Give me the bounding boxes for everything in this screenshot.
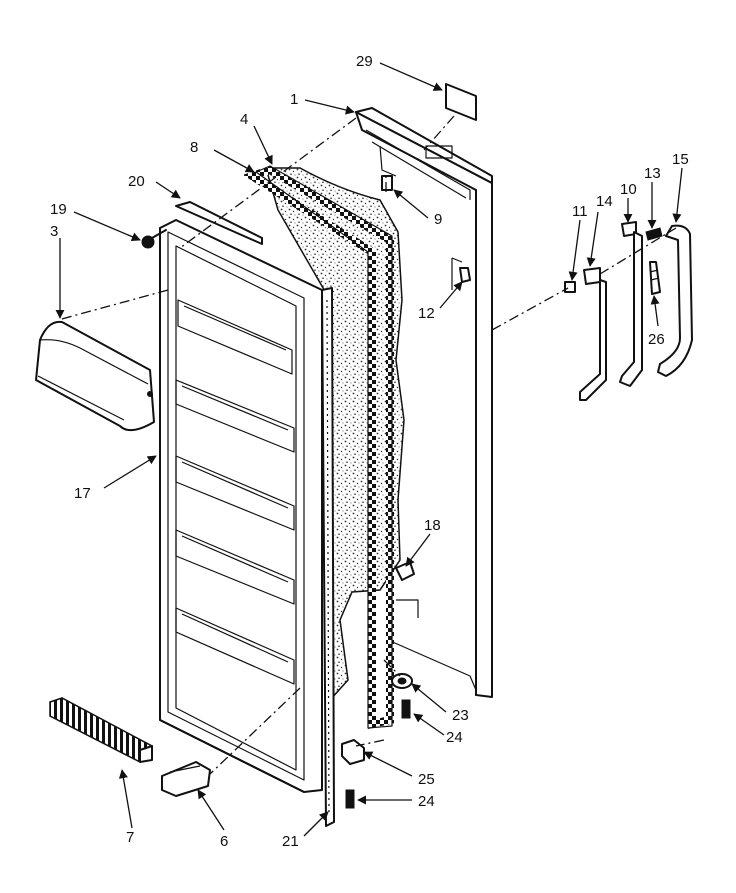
liner-shelf-5: [175, 607, 295, 685]
leader-lines: [55, 62, 683, 837]
callout-13: 13: [644, 165, 661, 182]
liner-shelf-3: [175, 455, 295, 531]
hinge-cover-15: [657, 224, 693, 377]
hinge-pin-11: [564, 281, 576, 293]
door-gasket: [242, 165, 394, 729]
plug-9: [381, 175, 393, 191]
callout-20: 20: [128, 173, 145, 190]
top-trim: [175, 201, 263, 245]
liner-shelf-4: [175, 529, 295, 605]
alignment-lines: [57, 115, 677, 775]
callout-29: 29: [356, 53, 373, 70]
callout-24-upper: 24: [446, 729, 463, 746]
callout-17: 17: [74, 485, 91, 502]
callout-11: 11: [572, 203, 588, 220]
callout-24-lower: 24: [418, 793, 435, 810]
callout-14: 14: [596, 193, 613, 210]
outer-door-panel: [355, 107, 493, 698]
breaker-strip: [321, 287, 335, 827]
screw-19: [141, 229, 167, 249]
bushing-23: [391, 673, 413, 689]
door-stop-18: [395, 561, 415, 581]
liner-shelf-1: [177, 299, 293, 375]
dairy-door: [35, 320, 155, 432]
callout-18: 18: [424, 517, 441, 534]
hinge-bracket-14: [579, 267, 607, 401]
callout-15: 15: [672, 151, 689, 168]
label-29: [445, 83, 477, 121]
hinge-bracket-10: [619, 221, 643, 387]
callout-26: 26: [648, 331, 665, 348]
callout-19: 19: [50, 201, 67, 218]
kick-grille: [49, 697, 153, 763]
spring-26: [649, 261, 661, 295]
callout-23: 23: [452, 707, 469, 724]
callout-labels: 29 1 4 8 20 19 3 9 12 11 14 10 13 15 26 …: [50, 53, 689, 850]
callout-6: 6: [220, 833, 228, 850]
bracket-25: [341, 739, 365, 765]
screw-24-lower: [345, 789, 355, 809]
callout-8: 8: [190, 139, 198, 156]
callout-9: 9: [434, 211, 442, 228]
liner-shelf-2: [175, 379, 295, 453]
callout-1: 1: [290, 91, 298, 108]
callout-4: 4: [240, 111, 248, 128]
screw-24-upper: [401, 699, 411, 719]
callout-10: 10: [620, 181, 637, 198]
callout-3: 3: [50, 223, 58, 240]
bottom-cap: [161, 761, 211, 797]
callout-21: 21: [282, 833, 299, 850]
screw-13: [645, 227, 663, 241]
callout-25: 25: [418, 771, 435, 788]
callout-7: 7: [126, 829, 134, 846]
clip-12: [459, 267, 471, 283]
callout-12: 12: [418, 305, 435, 322]
